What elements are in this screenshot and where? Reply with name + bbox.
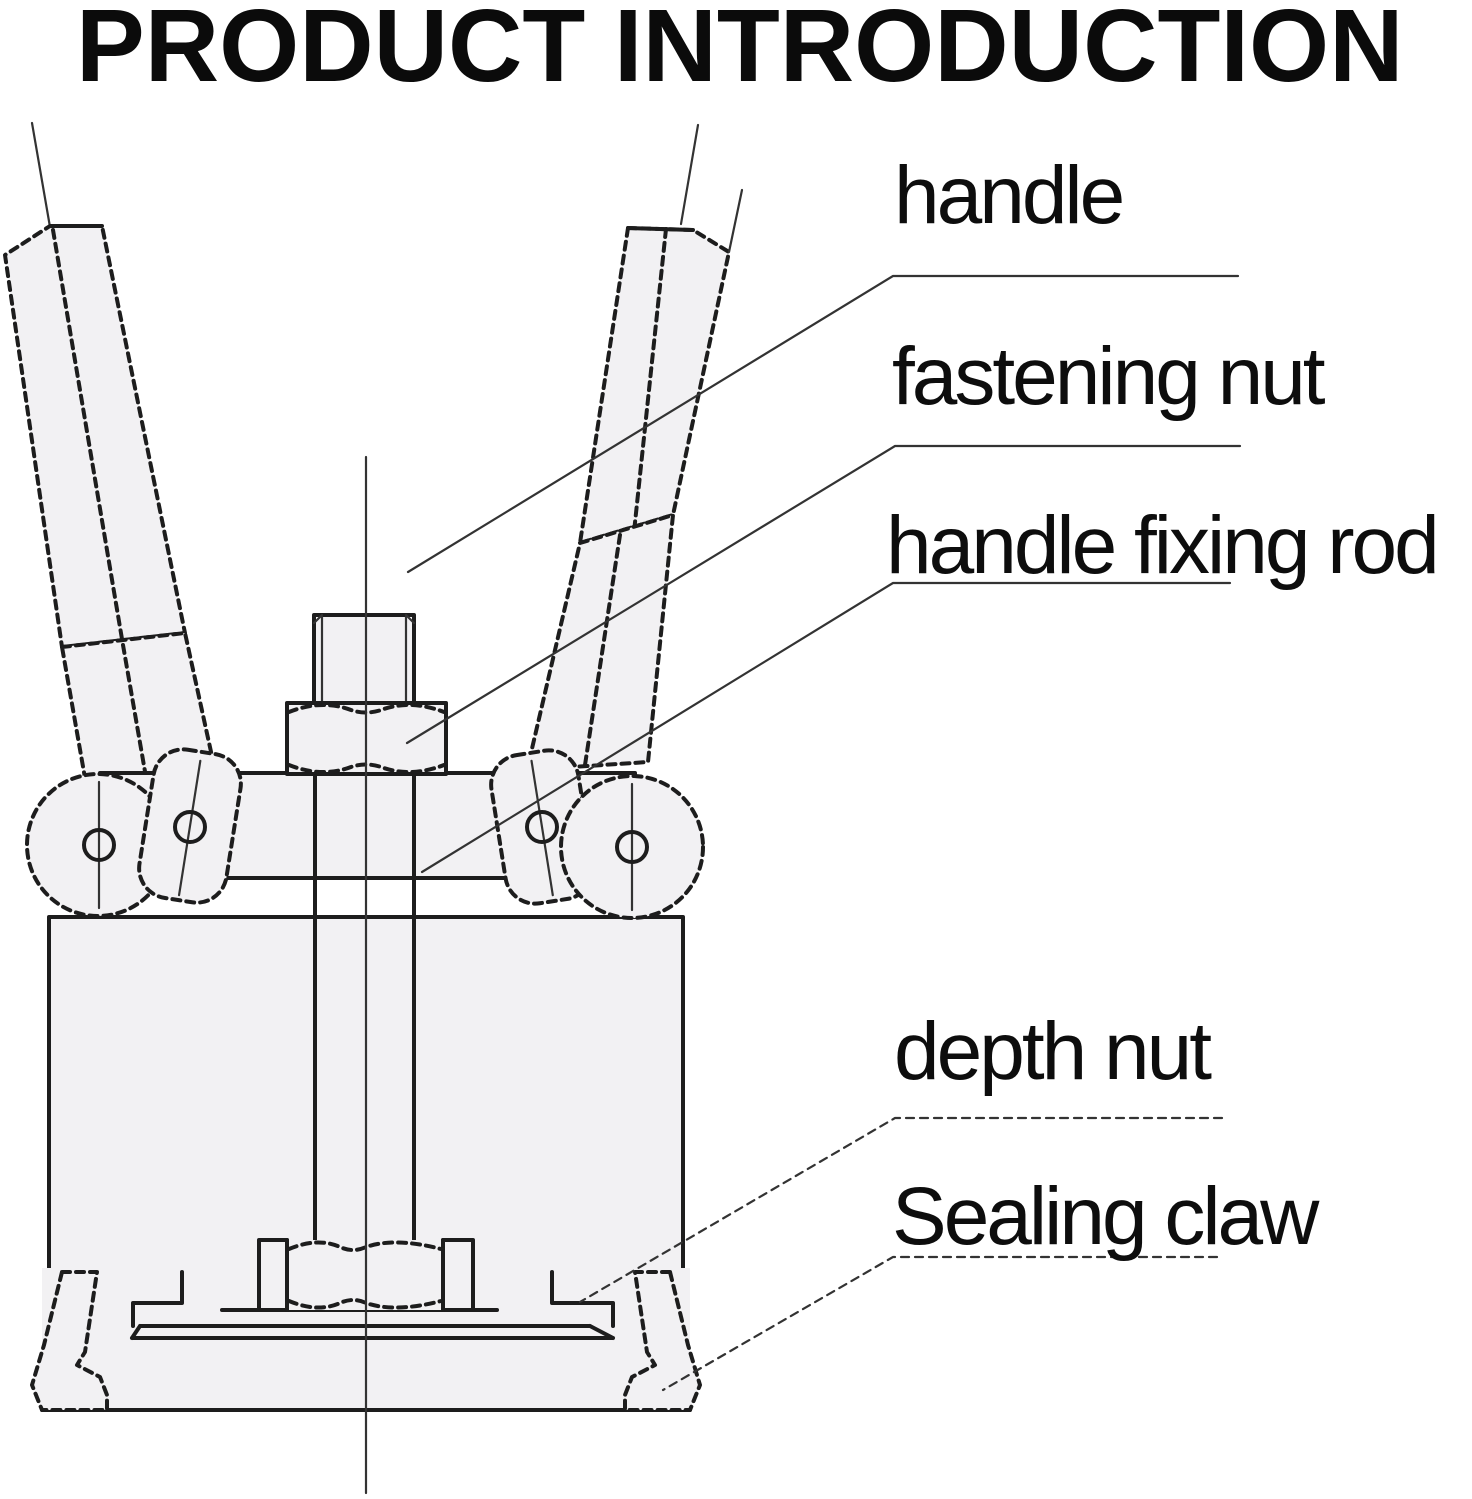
leader-lines — [405, 274, 1242, 1392]
depth-nut-leader-line — [578, 1116, 1224, 1304]
right-outer-pivot-hole — [615, 830, 649, 864]
bolt-head — [312, 613, 416, 705]
label-handle: handle — [894, 150, 1125, 241]
label-depth-nut: depth nut — [894, 1006, 1212, 1097]
fastening-nut-leader-line — [405, 444, 1242, 745]
left-outer-pivot-hole — [82, 828, 116, 862]
handle-leader-line — [406, 274, 1240, 574]
left-handle — [3, 121, 217, 785]
pivot-lobes — [25, 747, 705, 920]
right-handle — [525, 123, 744, 772]
left-inner-pivot-hole — [173, 810, 207, 844]
right-handle-extension-line — [679, 123, 700, 226]
sealing-claw-left — [30, 1270, 109, 1412]
handle-fixing-rod-leader-line — [420, 581, 1232, 874]
right-inner-pivot-hole — [525, 810, 559, 844]
label-fastening-nut: fastening nut — [892, 331, 1326, 422]
threaded-rod — [313, 774, 416, 1245]
page-title: PRODUCT INTRODUCTION — [76, 0, 1404, 103]
sealing-claw-leader-line — [661, 1255, 1219, 1392]
right-handle-lower-tube — [525, 513, 675, 772]
label-handle-fixing-rod: handle fixing rod — [886, 500, 1440, 591]
label-sealing-claw: Sealing claw — [892, 1171, 1319, 1262]
left-handle-extension-line — [30, 121, 52, 229]
